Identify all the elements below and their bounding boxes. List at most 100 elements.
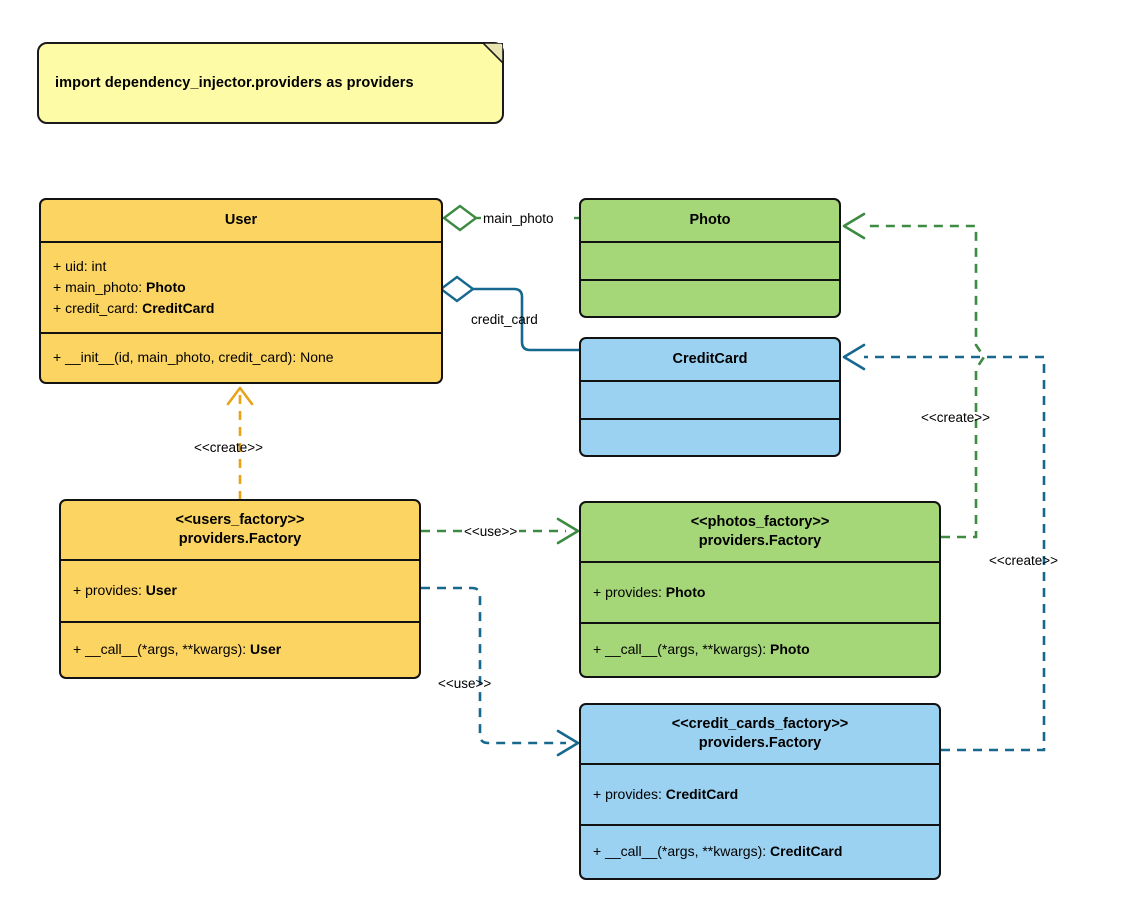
- edge-label-create-credit-card: <<create>>: [989, 553, 1059, 568]
- class-box-photos-factory[interactable]: <<photos_factory>> providers.Factory + p…: [579, 501, 941, 678]
- edge-label-use-photos: <<use>>: [462, 524, 520, 540]
- attribute-label: provides:: [605, 785, 666, 802]
- class-box-user[interactable]: User + uid: int + main_photo: Photo + cr…: [39, 198, 443, 384]
- divider: [581, 561, 939, 563]
- divider: [581, 380, 839, 382]
- class-creditcard-name: CreditCard: [672, 351, 748, 368]
- method-return-type: Photo: [770, 641, 810, 658]
- class-photos-factory-methods: + __call__(*args, **kwargs): Photo: [581, 624, 939, 676]
- attribute-type: Photo: [146, 278, 186, 295]
- method-row: + __call__(*args, **kwargs): User: [73, 639, 407, 660]
- method-return-type: User: [250, 641, 282, 658]
- attribute-type: User: [145, 582, 177, 599]
- arrowhead-create-user: [226, 386, 254, 406]
- class-photo-header: Photo: [581, 200, 839, 241]
- divider: [581, 241, 839, 243]
- visibility-marker: +: [53, 300, 62, 317]
- attribute-type: CreditCard: [665, 785, 739, 802]
- attribute-row: + credit_card: CreditCard: [53, 298, 429, 319]
- divider: [581, 418, 839, 420]
- visibility-marker: +: [593, 843, 602, 860]
- note-fold-corner: [483, 43, 503, 63]
- divider: [41, 332, 441, 334]
- edge-create-credit-card-path: [864, 355, 1046, 752]
- class-photo-attributes: [581, 243, 839, 279]
- edge-label-use-credit-cards: <<use>>: [438, 676, 492, 691]
- class-photos-factory-name: providers.Factory: [698, 533, 822, 549]
- attribute-label: uid:: [65, 257, 92, 274]
- edge-credit-card-path: [471, 287, 582, 352]
- divider: [581, 279, 839, 281]
- class-user-name: User: [224, 212, 258, 229]
- class-creditcard-attributes: [581, 382, 839, 418]
- method-label: __call__(*args, **kwargs):: [605, 641, 771, 658]
- note-text: import dependency_injector.providers as …: [55, 75, 414, 91]
- visibility-marker: +: [593, 583, 602, 600]
- attribute-row: + uid: int: [53, 256, 429, 277]
- divider: [581, 622, 939, 624]
- divider: [581, 763, 939, 765]
- relation-user-credit-card: [439, 275, 582, 352]
- divider: [61, 621, 419, 623]
- class-photo-name: Photo: [689, 212, 731, 229]
- class-users-factory-header: <<users_factory>> providers.Factory: [61, 501, 419, 559]
- method-row: + __call__(*args, **kwargs): Photo: [593, 639, 927, 660]
- method-row: + __init__(id, main_photo, credit_card):…: [53, 347, 429, 368]
- note-import-statement: import dependency_injector.providers as …: [37, 42, 504, 124]
- aggregation-diamond-credit-card: [439, 275, 475, 303]
- class-creditcard-header: CreditCard: [581, 339, 839, 380]
- attribute-label: provides:: [85, 582, 146, 599]
- attribute-type: int: [91, 257, 107, 274]
- class-users-factory-methods: + __call__(*args, **kwargs): User: [61, 623, 419, 677]
- method-label: __init__(id, main_photo, credit_card): N…: [65, 349, 334, 366]
- visibility-marker: +: [53, 349, 62, 366]
- class-credit-cards-factory-header: <<credit_cards_factory>> providers.Facto…: [581, 705, 939, 763]
- class-user-methods: + __init__(id, main_photo, credit_card):…: [41, 334, 441, 382]
- edge-create-photo-path: [864, 224, 986, 539]
- method-return-type: CreditCard: [770, 843, 843, 860]
- class-credit-cards-factory-methods: + __call__(*args, **kwargs): CreditCard: [581, 826, 939, 878]
- relation-photos-factory-create-photo: [842, 212, 986, 539]
- relation-users-factory-create-user: [226, 386, 254, 500]
- attribute-label: credit_card:: [65, 300, 143, 317]
- attribute-row: + provides: Photo: [593, 582, 927, 603]
- attribute-label: main_photo:: [65, 278, 147, 295]
- class-users-factory-name: providers.Factory: [178, 531, 302, 547]
- class-user-attributes: + uid: int + main_photo: Photo + credit_…: [41, 243, 441, 332]
- class-credit-cards-factory-name: providers.Factory: [698, 735, 822, 751]
- relation-users-factory-use-credit-cards-factory: [421, 586, 580, 757]
- arrowhead-create-credit-card: [842, 343, 866, 371]
- arrowhead-use-photos: [556, 517, 580, 545]
- attribute-type: Photo: [665, 583, 706, 600]
- class-photos-factory-header: <<photos_factory>> providers.Factory: [581, 503, 939, 561]
- arrowhead-create-photo: [842, 212, 866, 240]
- divider: [581, 824, 939, 826]
- attribute-label: provides:: [605, 583, 666, 600]
- edge-label-create-user: <<create>>: [194, 440, 264, 455]
- attribute-row: + provides: CreditCard: [593, 784, 927, 805]
- class-photos-factory-attributes: + provides: Photo: [581, 563, 939, 622]
- class-box-users-factory[interactable]: <<users_factory>> providers.Factory + pr…: [59, 499, 421, 679]
- visibility-marker: +: [53, 278, 62, 295]
- class-user-header: User: [41, 200, 441, 241]
- visibility-marker: +: [73, 641, 82, 658]
- class-box-photo[interactable]: Photo: [579, 198, 841, 318]
- visibility-marker: +: [53, 257, 62, 274]
- divider: [41, 241, 441, 243]
- method-label: __call__(*args, **kwargs):: [605, 843, 771, 860]
- class-box-creditcard[interactable]: CreditCard: [579, 337, 841, 457]
- arrowhead-use-credit-cards: [556, 729, 580, 757]
- visibility-marker: +: [593, 785, 602, 802]
- class-box-credit-cards-factory[interactable]: <<credit_cards_factory>> providers.Facto…: [579, 703, 941, 880]
- class-users-factory-stereotype: <<users_factory>>: [175, 512, 305, 529]
- method-row: + __call__(*args, **kwargs): CreditCard: [593, 841, 927, 862]
- visibility-marker: +: [593, 641, 602, 658]
- class-creditcard-methods: [581, 420, 839, 455]
- attribute-row: + main_photo: Photo: [53, 277, 429, 298]
- edge-label-create-photo: <<create>>: [921, 410, 991, 425]
- attribute-type: CreditCard: [142, 300, 215, 317]
- class-photos-factory-stereotype: <<photos_factory>>: [690, 514, 830, 531]
- class-credit-cards-factory-stereotype: <<credit_cards_factory>>: [671, 716, 849, 733]
